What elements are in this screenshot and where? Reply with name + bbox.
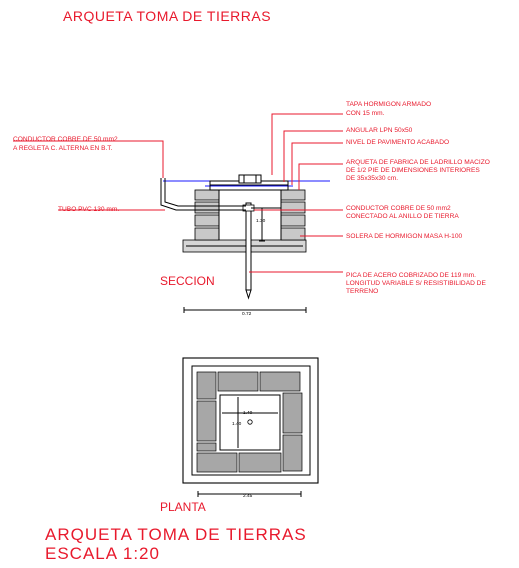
label-conductor-left-2: A REGLETA C. ALTERNA EN B.T. — [13, 145, 113, 152]
plan-inner-h-label: 1.40 — [232, 421, 242, 427]
left-brick-wall — [194, 189, 220, 241]
label-tapa-1: TAPA HORMIGON ARMADO — [346, 101, 431, 108]
plan-inner-w-label: 1.40 — [243, 410, 253, 416]
copper-rod — [242, 202, 255, 300]
label-pica-3: TERRENO — [346, 288, 378, 295]
plan-view: 1.40 1.40 2.45 PLANTA — [160, 357, 319, 514]
label-pica-2: LONGITUD VARIABLE S/ RESISTIBILIDAD DE — [346, 280, 486, 287]
leader-lines — [13, 113, 343, 273]
label-arqueta-1: ARQUETA DE FABRICA DE LADRILLO MACIZO — [346, 159, 490, 166]
label-angular: ANGULAR LPN 50x50 — [346, 127, 413, 134]
label-arqueta-2: DE 1/2 PIE DE DIMENSIONES INTERIORES — [346, 167, 480, 174]
label-pica-1: PICA DE ACERO COBRIZADO DE 119 mm. — [346, 272, 476, 279]
label-tubo: TUBO PVC 130 mm. — [58, 206, 119, 213]
depth-dimension: 1.30 — [256, 207, 266, 242]
concrete-lid — [209, 174, 289, 191]
label-nivel: NIVEL DE PAVIMENTO ACABADO — [346, 139, 449, 146]
bottom-title: ARQUETA TOMA DE TIERRAS — [45, 525, 307, 544]
right-labels: TAPA HORMIGON ARMADO CON 15 mm. ANGULAR … — [346, 101, 490, 295]
label-conductor-right-1: CONDUCTOR COBRE DE 50 mm2 — [346, 205, 451, 212]
left-labels: CONDUCTOR COBRE DE 50 mm2 A REGLETA C. A… — [13, 136, 119, 213]
plan-label: PLANTA — [160, 500, 206, 514]
width-dimension: 0.72 — [183, 307, 307, 317]
width-dim-label: 0.72 — [242, 311, 252, 317]
label-tapa-2: CON 15 mm. — [346, 110, 385, 117]
plan-width-label: 2.45 — [243, 493, 253, 499]
depth-dim-label: 1.30 — [256, 218, 266, 224]
bottom-scale: ESCALA 1:20 — [45, 544, 160, 563]
right-brick-wall — [280, 189, 306, 241]
label-solera: SOLERA DE HORMIGON MASA H-100 — [346, 233, 462, 240]
rod-point — [247, 419, 253, 425]
label-conductor-left-1: CONDUCTOR COBRE DE 50 mm2 — [13, 136, 118, 143]
section-view: 1.30 0.72 SECCION — [160, 174, 330, 317]
pvc-pipe-conductor — [160, 178, 281, 211]
section-label: SECCION — [160, 274, 215, 288]
top-title: ARQUETA TOMA DE TIERRAS — [63, 8, 271, 24]
label-arqueta-3: DE 35x35x30 cm. — [346, 175, 398, 182]
label-conductor-right-2: CONECTADO AL ANILLO DE TIERRA — [346, 213, 459, 220]
